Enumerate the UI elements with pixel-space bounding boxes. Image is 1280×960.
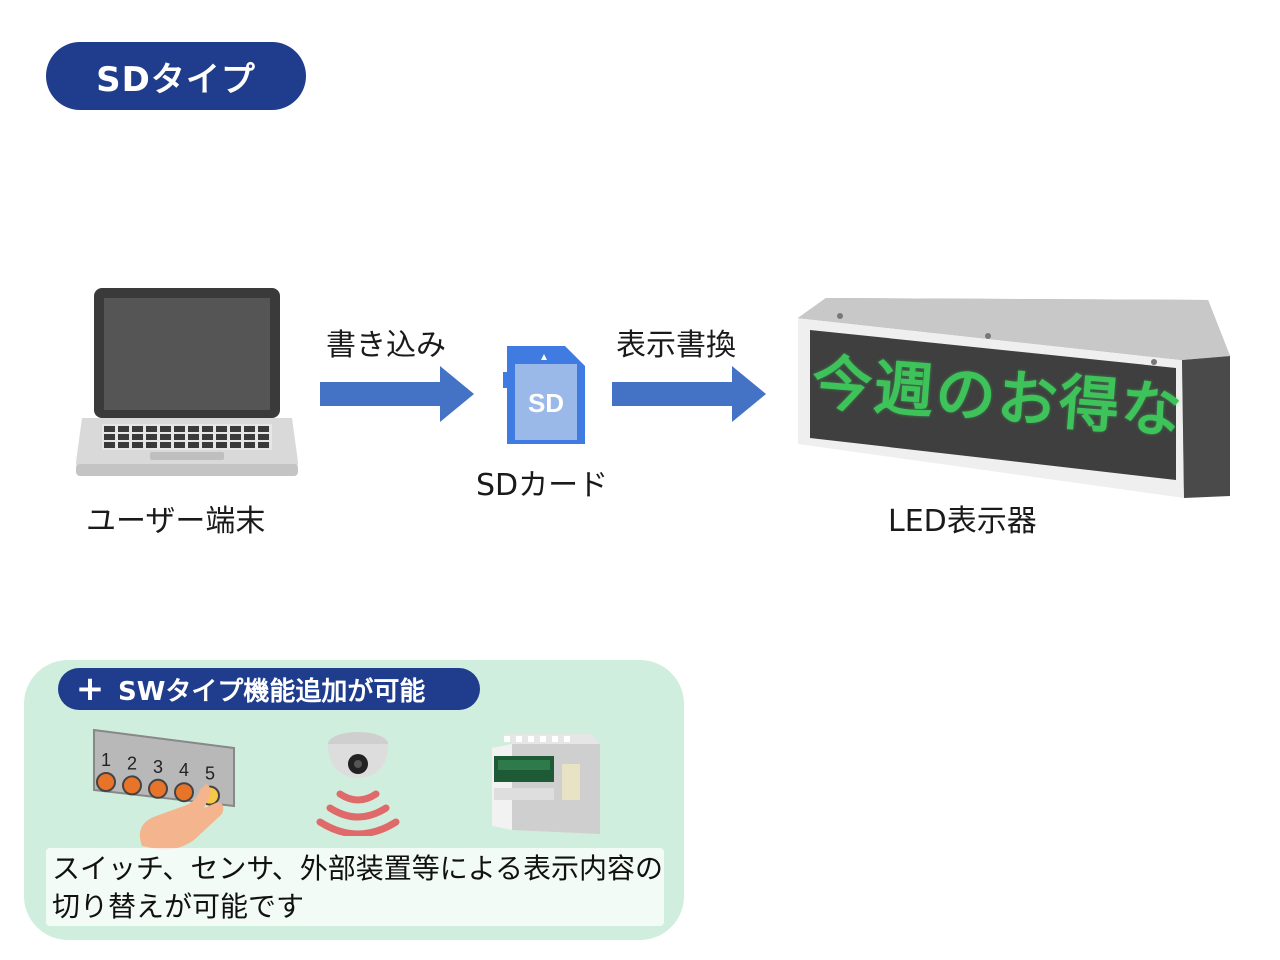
- option-heading-badge: + SWタイプ機能追加が可能: [58, 668, 480, 710]
- keyboard-key: [104, 426, 115, 432]
- keyboard-key: [244, 426, 255, 432]
- keyboard-key: [160, 442, 171, 448]
- sd-card-text: SD: [528, 388, 564, 418]
- keyboard-key: [244, 442, 255, 448]
- switch-number-label: 1: [101, 750, 111, 770]
- keyboard-key: [118, 442, 129, 448]
- keyboard-key: [216, 442, 227, 448]
- keyboard-key: [174, 434, 185, 440]
- keyboard-key: [132, 434, 143, 440]
- keyboard-key: [174, 426, 185, 432]
- write-arrow-icon: [320, 366, 474, 422]
- keyboard-key: [258, 426, 269, 432]
- switch-number-label: 2: [127, 753, 137, 773]
- title-badge: SDタイプ: [46, 42, 306, 110]
- keyboard-key: [118, 434, 129, 440]
- laptop-icon: [74, 286, 300, 480]
- keyboard-key: [202, 434, 213, 440]
- rewrite-arrow-icon: [612, 366, 766, 422]
- keyboard-key: [146, 442, 157, 448]
- switch-number-label: 3: [153, 757, 163, 777]
- keyboard-key: [146, 426, 157, 432]
- keyboard-key: [104, 442, 115, 448]
- keyboard-key: [160, 434, 171, 440]
- keyboard-key: [258, 434, 269, 440]
- keyboard-key: [202, 442, 213, 448]
- keyboard-key: [230, 434, 241, 440]
- option-description: スイッチ、センサ、外部装置等による表示内容の 切り替えが可能です: [52, 850, 672, 926]
- switch-button: [97, 773, 115, 791]
- led-display-label: LED表示器: [888, 496, 1037, 540]
- description-line-2: 切り替えが可能です: [52, 888, 672, 926]
- switch-button: [149, 780, 167, 798]
- keyboard-key: [258, 442, 269, 448]
- keyboard-key: [174, 442, 185, 448]
- keyboard-key: [216, 426, 227, 432]
- keyboard-key: [188, 442, 199, 448]
- description-line-1: スイッチ、センサ、外部装置等による表示内容の: [52, 850, 672, 888]
- keyboard-key: [202, 426, 213, 432]
- external-device-icon: [490, 734, 602, 834]
- led-display: 今週のお得な: [796, 296, 1232, 506]
- keyboard-key: [188, 434, 199, 440]
- keyboard-key: [188, 426, 199, 432]
- keyboard-key: [160, 426, 171, 432]
- switch-button: [175, 783, 193, 801]
- rewrite-label: 表示書換: [616, 320, 736, 364]
- keyboard-key: [244, 434, 255, 440]
- option-heading: SWタイプ機能追加が可能: [118, 671, 425, 708]
- plus-icon: +: [72, 672, 108, 706]
- keyboard-key: [132, 426, 143, 432]
- keyboard-key: [230, 442, 241, 448]
- camera-sensor-icon: [314, 728, 402, 836]
- keyboard-key: [104, 434, 115, 440]
- keyboard-key: [230, 426, 241, 432]
- keyboard-key: [146, 434, 157, 440]
- sd-card-icon: SD: [503, 342, 587, 448]
- keyboard-key: [216, 434, 227, 440]
- user-terminal-label: ユーザー端末: [86, 496, 265, 540]
- keyboard-key: [118, 426, 129, 432]
- switch-button: [123, 776, 141, 794]
- keyboard-key: [132, 442, 143, 448]
- sd-card-label: SDカード: [476, 460, 608, 504]
- switch-number-label: 4: [179, 760, 189, 780]
- switch-number-label: 5: [205, 764, 215, 784]
- write-label: 書き込み: [326, 320, 446, 364]
- page-title: SDタイプ: [96, 52, 256, 101]
